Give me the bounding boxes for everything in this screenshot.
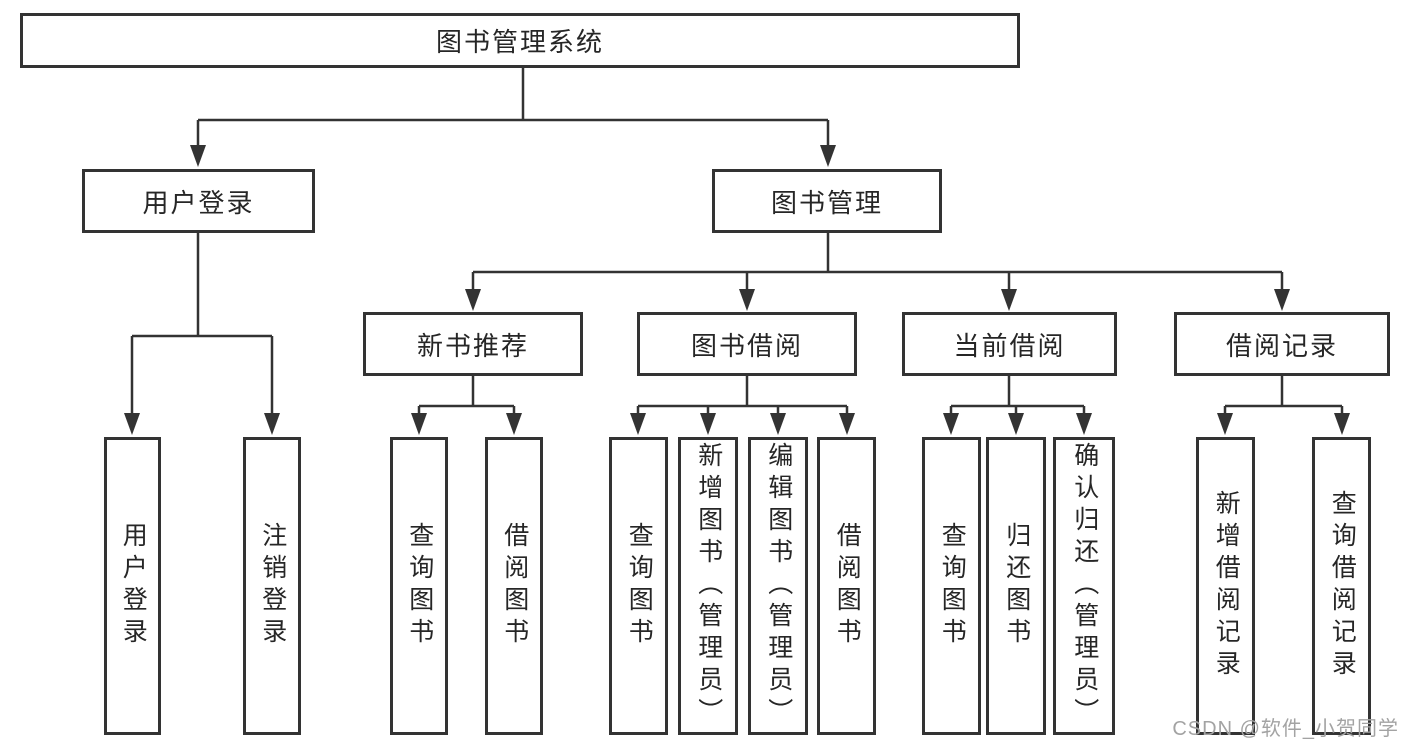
connector-user-login-branch: [130, 233, 274, 418]
leaf-user-login: 用户登录: [104, 437, 161, 735]
node-book-borrowing: 图书借阅: [637, 312, 857, 376]
node-user-login-module: 用户登录: [82, 169, 315, 233]
leaf-current-confirm-return-admin: 确认归还（管理员）: [1053, 437, 1115, 735]
arrowheads-book-mgmt-to-level3: [465, 289, 1290, 311]
node-borrowing-records: 借阅记录: [1174, 312, 1390, 376]
leaf-current-return-books-label: 归还图书: [1002, 522, 1031, 650]
arrowheads-book-borrowing: [630, 413, 855, 435]
leaf-logout: 注销登录: [243, 437, 301, 735]
node-new-book-recommend-label: 新书推荐: [416, 330, 529, 361]
leaf-borrowing-borrow-books: 借阅图书: [817, 437, 876, 735]
node-root-library-system: 图书管理系统: [20, 13, 1020, 68]
csdn-watermark: CSDN @软件_小贺同学: [1172, 718, 1399, 740]
leaf-borrowing-edit-book-admin-label: 编辑图书（管理员）: [764, 442, 793, 730]
connector-book-borrowing: [636, 376, 849, 418]
node-user-login-label: 用户登录: [142, 187, 255, 218]
leaf-borrowing-query-books: 查询图书: [609, 437, 668, 735]
leaf-borrowing-add-book-admin: 新增图书（管理员）: [678, 437, 738, 735]
leaf-current-query-books-label: 查询图书: [938, 522, 967, 650]
arrowheads-borrowing-records: [1217, 413, 1350, 435]
node-book-management-module: 图书管理: [712, 169, 942, 233]
leaf-recommend-query-books: 查询图书: [390, 437, 448, 735]
node-book-management-label: 图书管理: [770, 187, 883, 218]
leaf-logout-label: 注销登录: [258, 522, 287, 650]
leaf-borrowing-borrow-books-label: 借阅图书: [833, 522, 862, 650]
arrowheads-current-borrowing: [943, 413, 1092, 435]
leaf-records-add-record-label: 新增借阅记录: [1212, 490, 1241, 682]
node-current-borrowing-label: 当前借阅: [953, 330, 1066, 361]
leaf-recommend-borrow-books: 借阅图书: [485, 437, 543, 735]
leaf-borrowing-add-book-admin-label: 新增图书（管理员）: [694, 442, 723, 730]
connector-root-to-level2: [196, 68, 830, 150]
leaf-current-return-books: 归还图书: [986, 437, 1046, 735]
node-root-label: 图书管理系统: [435, 27, 604, 57]
node-current-borrowing: 当前借阅: [902, 312, 1117, 376]
leaf-recommend-query-books-label: 查询图书: [405, 522, 434, 650]
node-new-book-recommend: 新书推荐: [363, 312, 583, 376]
leaf-recommend-borrow-books-label: 借阅图书: [500, 522, 529, 650]
arrowheads-new-book-recommend: [411, 413, 522, 435]
leaf-records-add-record: 新增借阅记录: [1196, 437, 1255, 735]
connector-current-borrowing: [949, 376, 1086, 418]
connector-book-mgmt-to-level3: [471, 233, 1284, 295]
node-borrowing-records-label: 借阅记录: [1225, 330, 1338, 361]
arrowheads-user-login-branch: [124, 413, 280, 435]
node-book-borrowing-label: 图书借阅: [690, 330, 803, 361]
leaf-records-query-record-label: 查询借阅记录: [1328, 490, 1357, 682]
leaf-user-login-label: 用户登录: [119, 522, 148, 650]
leaf-borrowing-query-books-label: 查询图书: [625, 522, 654, 650]
arrowheads-root-to-level2: [190, 145, 836, 167]
leaf-borrowing-edit-book-admin: 编辑图书（管理员）: [748, 437, 808, 735]
leaf-current-query-books: 查询图书: [922, 437, 981, 735]
connector-new-book-recommend: [417, 376, 516, 418]
connector-borrowing-records: [1223, 376, 1344, 418]
leaf-current-confirm-return-admin-label: 确认归还（管理员）: [1070, 442, 1099, 730]
leaf-records-query-record: 查询借阅记录: [1312, 437, 1371, 735]
